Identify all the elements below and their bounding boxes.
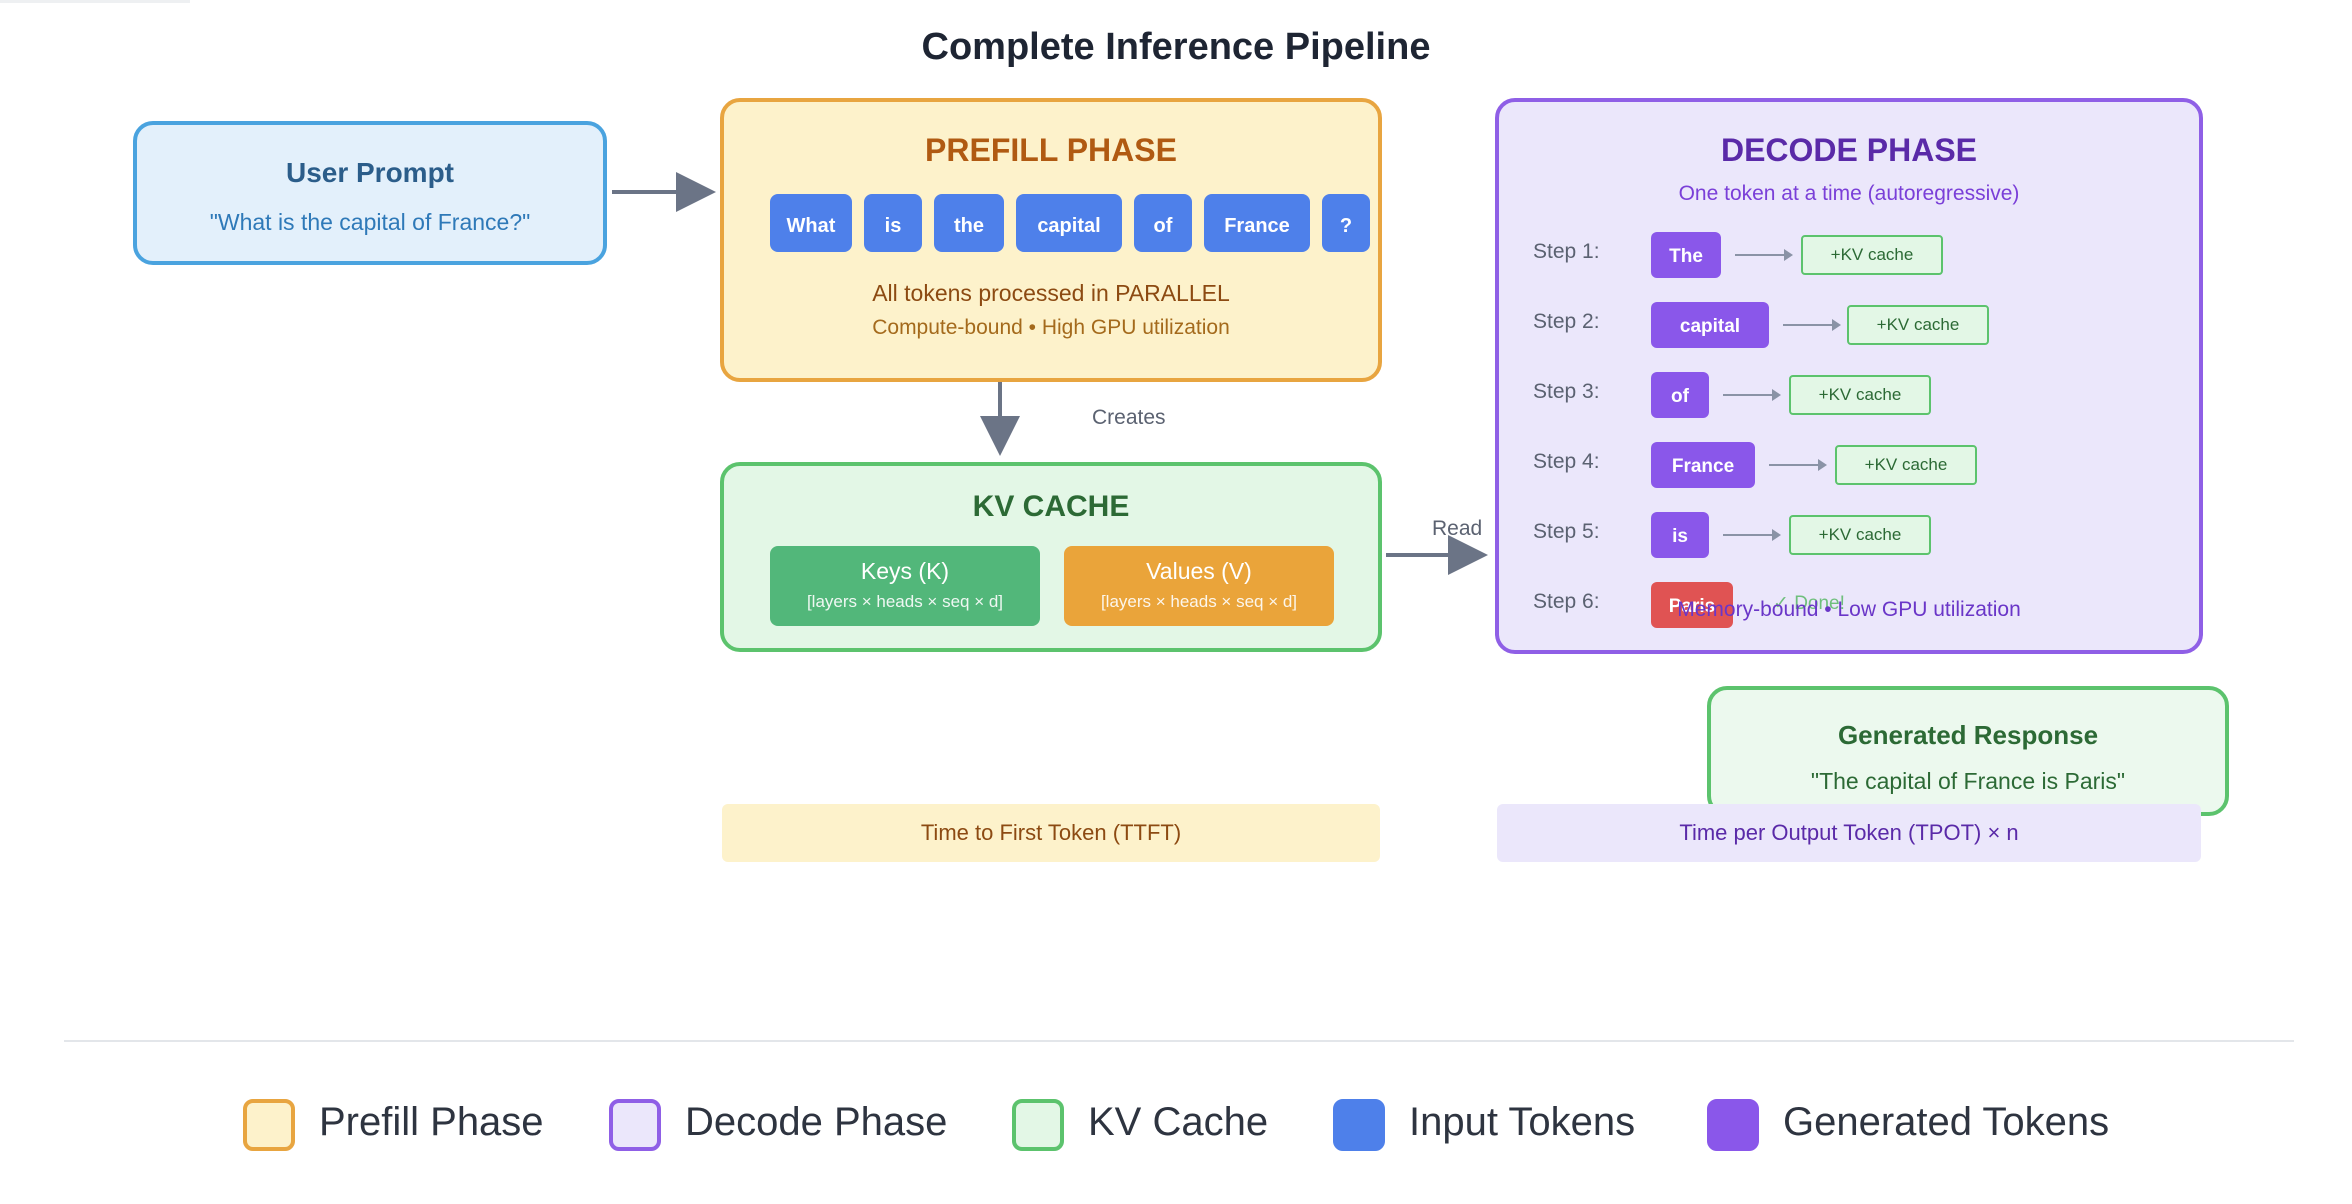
input-token-row: What is the capital of France ? [770,194,1370,254]
legend-label-input-tokens: Input Tokens [1409,1100,1636,1144]
input-token: capital [1016,194,1122,252]
kv-cache-box: KV CACHE Keys (K) [layers × heads × seq … [720,462,1382,652]
legend-label-generated-tokens: Generated Tokens [1783,1100,2110,1144]
creates-label: Creates [1092,406,1166,429]
prefill-compute-note: Compute-bound • High GPU utilization [872,316,1230,339]
kv-cache-tag: +KV cache [1847,305,1989,345]
step-label: Step 5: [1533,520,1600,543]
step-arrow [1735,249,1793,261]
step-label: Step 2: [1533,310,1600,333]
decode-subtitle: One token at a time (autoregressive) [1678,182,2020,205]
kv-cache-tag: +KV cache [1835,445,1977,485]
step-arrow [1783,319,1841,331]
user-prompt-box: User Prompt "What is the capital of Fran… [133,121,607,265]
kv-cache-tag: +KV cache [1801,235,1943,275]
keys-label: Keys (K) [860,558,950,584]
step-arrow [1723,529,1781,541]
legend-swatch-decode [609,1099,661,1151]
step-label: Step 4: [1533,450,1600,473]
decode-phase-box: DECODE PHASE One token at a time (autore… [1495,98,2203,654]
kv-cache-heading: KV CACHE [972,490,1130,523]
generated-response-box: Generated Response "The capital of Franc… [1707,686,2229,816]
input-token: ? [1322,194,1370,252]
ttft-bar: Time to First Token (TTFT) [722,804,1380,862]
generated-token: is [1651,512,1709,558]
input-token: France [1204,194,1310,252]
corner-fragment [0,0,190,3]
generated-token: France [1651,442,1755,488]
decode-heading: DECODE PHASE [1720,132,1978,168]
user-prompt-text: "What is the capital of France?" [209,209,531,235]
read-label: Read [1432,517,1483,540]
generated-token: of [1651,372,1709,418]
prefill-phase-box: PREFILL PHASE What is the capital of Fra… [720,98,1382,382]
step-arrow [1723,389,1781,401]
response-heading: Generated Response [1837,720,2099,750]
legend-swatch-kv-cache [1012,1099,1064,1151]
response-text: "The capital of France is Paris" [1810,768,2126,794]
values-label: Values (V) [1146,558,1252,584]
input-token: is [864,194,922,252]
step-label: Step 1: [1533,240,1600,263]
kv-cache-tag: +KV cache [1789,375,1931,415]
input-token: the [934,194,1004,252]
page-title: Complete Inference Pipeline [921,26,1431,68]
step-arrow [1769,459,1827,471]
final-token: Paris [1651,582,1733,628]
values-block: Values (V) [layers × heads × seq × d] [1064,546,1334,626]
user-prompt-heading: User Prompt [285,157,455,188]
keys-dims: [layers × heads × seq × d] [806,592,1004,611]
step-label: Step 6: [1533,590,1600,613]
prefill-parallel-note: All tokens processed in PARALLEL [872,280,1230,306]
keys-block: Keys (K) [layers × heads × seq × d] [770,546,1040,626]
step-label: Step 3: [1533,380,1600,403]
legend-swatch-input-tokens [1333,1099,1385,1151]
decode-memory-note: Memory-bound • Low GPU utilization [1677,598,2021,621]
tpot-bar: Time per Output Token (TPOT) × n [1497,804,2201,862]
kv-cache-tag: +KV cache [1789,515,1931,555]
values-dims: [layers × heads × seq × d] [1100,592,1298,611]
legend-swatch-generated-tokens [1707,1099,1759,1151]
input-token: What [770,194,852,252]
legend-label-kv-cache: KV Cache [1088,1100,1269,1144]
legend-label-prefill: Prefill Phase [319,1100,544,1144]
input-token: of [1134,194,1192,252]
legend-divider [64,1040,2294,1042]
generated-token: capital [1651,302,1769,348]
legend-label-decode: Decode Phase [685,1100,948,1144]
generated-token: The [1651,232,1721,278]
prefill-heading: PREFILL PHASE [925,132,1177,168]
legend-swatch-prefill [243,1099,295,1151]
done-label: ✓ Done! [1773,593,1845,614]
